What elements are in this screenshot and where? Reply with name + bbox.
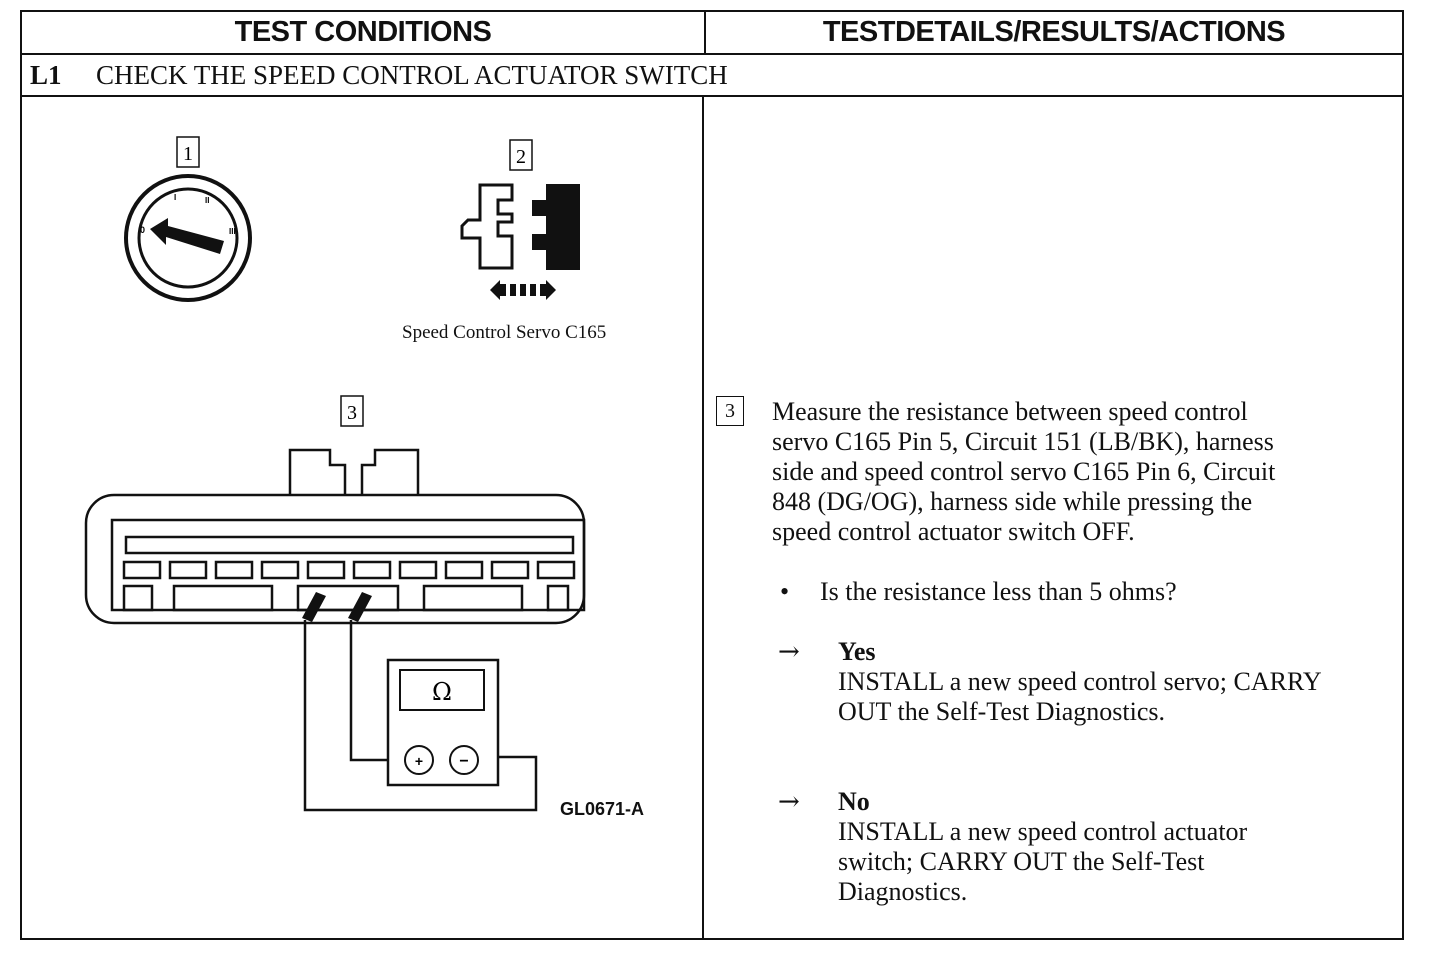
header-test-details: TESTDETAILS/RESULTS/ACTIONS — [706, 12, 1402, 55]
column-divider — [702, 97, 704, 938]
step-1-box — [176, 136, 200, 168]
instruction-line: Measure the resistance between speed con… — [772, 397, 1248, 426]
no-arrow-icon: → — [778, 787, 800, 817]
section-row: L1 CHECK THE SPEED CONTROL ACTUATOR SWIT… — [22, 55, 1402, 97]
svg-text:III: III — [229, 227, 236, 236]
section-title: CHECK THE SPEED CONTROL ACTUATOR SWITCH — [96, 59, 728, 90]
ohm-symbol: Ω — [432, 678, 452, 706]
yes-arrow-icon: → — [778, 637, 800, 667]
step-2-box — [509, 139, 533, 171]
minus-terminal: − — [459, 753, 468, 770]
step-3-box — [340, 395, 364, 427]
no-result: No INSTALL a new speed control actuator … — [838, 787, 1247, 907]
yes-result: Yes INSTALL a new speed control servo; C… — [838, 637, 1322, 727]
ignition-switch-icon: 0 I II III — [124, 174, 252, 302]
meter-probes — [302, 592, 372, 622]
step-2-label: 2 — [516, 146, 526, 168]
step-3-label: 3 — [347, 402, 357, 424]
yes-action-line: INSTALL a new speed control servo; CARRY — [838, 667, 1322, 696]
svg-text:0: 0 — [140, 225, 145, 235]
details-step-box: 3 — [716, 396, 744, 426]
step-1-label: 1 — [183, 143, 193, 165]
connector-disconnect-icon — [460, 183, 580, 300]
bullet-icon: • — [780, 577, 790, 606]
c165-harness-connector — [84, 448, 586, 625]
ohmmeter-icon: Ω + − — [386, 658, 500, 787]
instruction-line: side and speed control servo C165 Pin 6,… — [772, 457, 1276, 486]
section-code: L1 — [30, 59, 62, 90]
yes-label: Yes — [838, 637, 876, 666]
question-text: Is the resistance less than 5 ohms? — [820, 577, 1177, 606]
no-action-line: switch; CARRY OUT the Self-Test — [838, 847, 1205, 876]
no-label: No — [838, 787, 870, 816]
test-procedure-table: TEST CONDITIONS TESTDETAILS/RESULTS/ACTI… — [20, 10, 1404, 940]
no-action-line: Diagnostics. — [838, 877, 968, 906]
yes-action-line: OUT the Self-Test Diagnostics. — [838, 697, 1165, 726]
test-conditions-illustration: 1 0 I II III 2 3 — [84, 136, 586, 812]
no-action-line: INSTALL a new speed control actuator — [838, 817, 1248, 846]
figure-id: GL0671-A — [560, 799, 645, 819]
svg-text:I: I — [174, 193, 176, 202]
instruction-line: 848 (DG/OG), harness side while pressing… — [772, 487, 1253, 516]
instruction-line: servo C165 Pin 5, Circuit 151 (LB/BK), h… — [772, 427, 1274, 456]
measure-instruction: Measure the resistance between speed con… — [772, 397, 1275, 547]
header-test-conditions: TEST CONDITIONS — [22, 12, 706, 55]
svg-text:II: II — [205, 196, 209, 205]
instruction-line: speed control actuator switch OFF. — [772, 517, 1135, 546]
plus-terminal: + — [415, 753, 423, 769]
connector-caption: Speed Control Servo C165 — [402, 322, 607, 343]
